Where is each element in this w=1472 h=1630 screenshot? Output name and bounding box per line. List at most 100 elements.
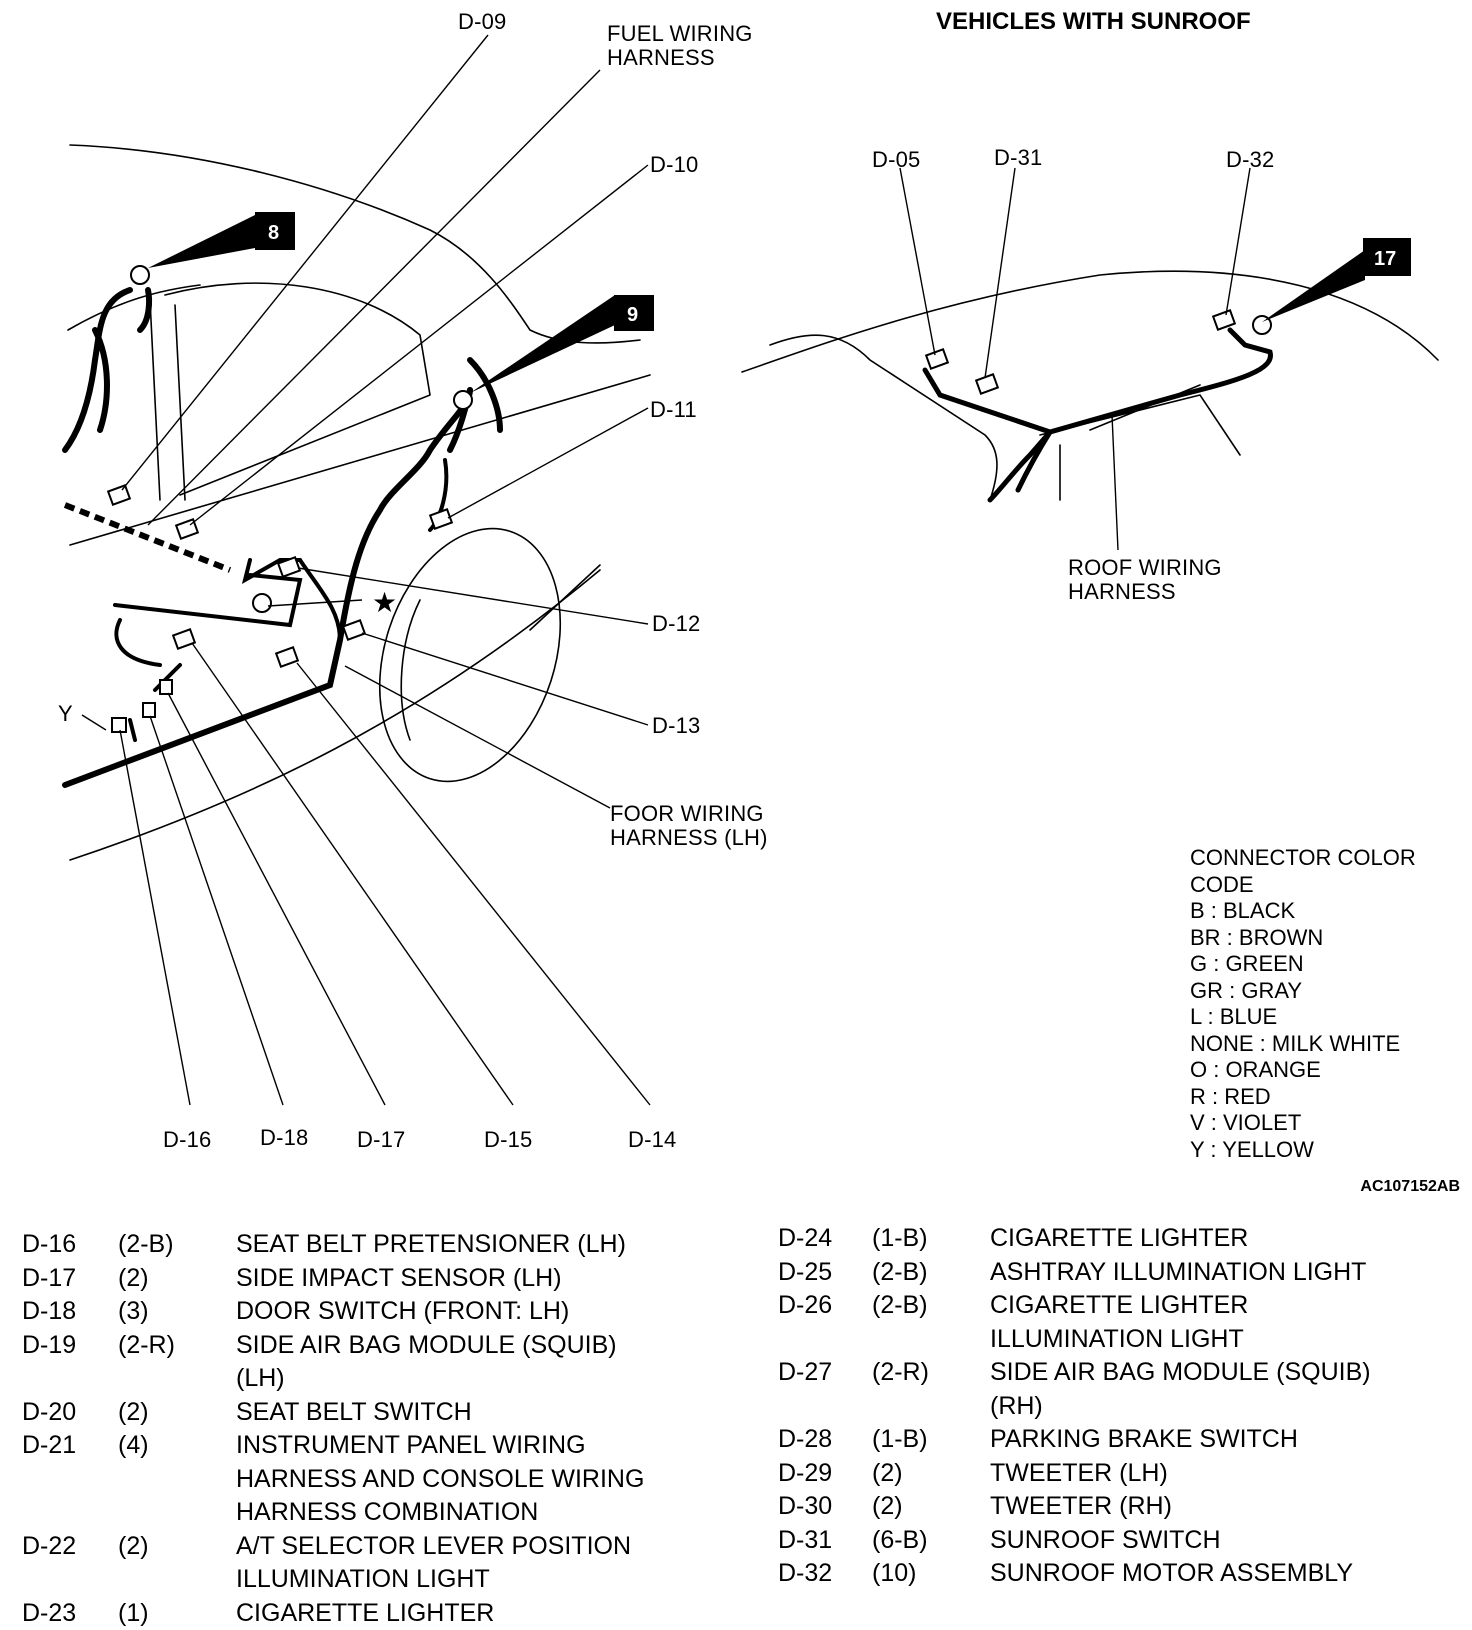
color-code-title: CONNECTOR COLOR: [1190, 845, 1416, 872]
ground-point: [454, 391, 472, 409]
color-code-item: G : GREEN: [1190, 951, 1416, 978]
harness-branch: [116, 620, 160, 665]
callout-d18: D-18: [260, 1126, 309, 1150]
table-row: D-27(2-R)SIDE AIR BAG MODULE (SQUIB) (RH…: [778, 1356, 1371, 1423]
connector-d09: [108, 485, 130, 504]
table-row: D-30(2)TWEETER (RH): [778, 1490, 1371, 1524]
connector-desc: SIDE IMPACT SENSOR (LH): [236, 1262, 562, 1296]
connector-desc: CIGARETTE LIGHTER: [990, 1222, 1248, 1256]
table-row: D-20(2)SEAT BELT SWITCH: [22, 1396, 644, 1430]
wheel-arch: [349, 505, 591, 805]
table-row: D-18(3)DOOR SWITCH (FRONT: LH): [22, 1295, 644, 1329]
ground-point: [131, 266, 149, 284]
callout-d10: D-10: [650, 153, 699, 177]
connector-id: D-22: [22, 1530, 118, 1597]
harness-branch: [130, 720, 135, 740]
table-row: D-31(6-B)SUNROOF SWITCH: [778, 1524, 1371, 1558]
connector-d11: [430, 509, 452, 528]
connector-id: D-20: [22, 1396, 118, 1430]
connector-size: (2-B): [118, 1228, 236, 1262]
connector-size: (2-R): [118, 1329, 236, 1396]
connector-id: D-31: [778, 1524, 872, 1558]
connector-id: D-24: [778, 1222, 872, 1256]
connector-id: D-32: [778, 1557, 872, 1591]
callout-floor-harness: FOOR WIRING HARNESS (LH): [610, 802, 768, 850]
callout-d12: D-12: [652, 612, 701, 636]
leader-floor: [345, 666, 610, 808]
table-row: D-21(4)INSTRUMENT PANEL WIRING HARNESS A…: [22, 1429, 644, 1530]
connector-table-left: D-16(2-B)SEAT BELT PRETENSIONER (LH) D-1…: [22, 1228, 644, 1630]
connector-desc: A/T SELECTOR LEVER POSITION ILLUMINATION…: [236, 1530, 631, 1597]
callout-d17: D-17: [357, 1128, 406, 1152]
connector-desc: SIDE AIR BAG MODULE (SQUIB) (RH): [990, 1356, 1371, 1423]
connector-id: D-21: [22, 1429, 118, 1530]
table-row: D-26(2-B)CIGARETTE LIGHTER ILLUMINATION …: [778, 1289, 1371, 1356]
roof-line: [770, 335, 997, 500]
connector-id: D-17: [22, 1262, 118, 1296]
connector-d15: [173, 629, 195, 648]
connector-size: (2): [872, 1490, 990, 1524]
connector-size: (2): [118, 1396, 236, 1430]
connector-d05: [926, 349, 948, 368]
leader-d32: [1226, 168, 1250, 315]
b-pillar: [175, 305, 185, 500]
connector-table-right: D-24(1-B)CIGARETTE LIGHTER D-25(2-B)ASHT…: [778, 1222, 1371, 1591]
connector-desc: ASHTRAY ILLUMINATION LIGHT: [990, 1256, 1366, 1290]
badge-8: 8: [268, 222, 279, 244]
connector-d16: [112, 718, 126, 732]
color-code-item: GR : GRAY: [1190, 978, 1416, 1005]
table-row: D-29(2)TWEETER (LH): [778, 1457, 1371, 1491]
callout-d14: D-14: [628, 1128, 677, 1152]
callout-d16: D-16: [163, 1128, 212, 1152]
connector-d14: [276, 647, 298, 666]
color-code-item: R : RED: [1190, 1084, 1416, 1111]
connector-desc: TWEETER (RH): [990, 1490, 1172, 1524]
table-row: D-16(2-B)SEAT BELT PRETENSIONER (LH): [22, 1228, 644, 1262]
table-row: D-28(1-B)PARKING BRAKE SWITCH: [778, 1423, 1371, 1457]
leader-y: [82, 715, 106, 730]
badge-9-pointer: [470, 295, 615, 393]
color-code-item: B : BLACK: [1190, 898, 1416, 925]
connector-size: (3): [118, 1295, 236, 1329]
badge-9: 9: [627, 304, 638, 326]
connector-desc: CIGARETTE LIGHTER ILLUMINATION LIGHT: [990, 1289, 1248, 1356]
body-outline: [70, 145, 640, 343]
connector-size: (10): [872, 1557, 990, 1591]
harness-branch: [115, 575, 300, 625]
callout-roof-harness: ROOF WIRING HARNESS: [1068, 556, 1222, 604]
connector-d18: [143, 703, 155, 717]
connector-desc: CIGARETTE LIGHTER: [236, 1597, 494, 1630]
badge-17-pointer: [1262, 250, 1365, 322]
door-frame: [165, 283, 430, 495]
b-pillar: [150, 300, 160, 500]
callout-d11: D-11: [650, 398, 697, 422]
connector-desc: PARKING BRAKE SWITCH: [990, 1423, 1298, 1457]
connector-color-code: CONNECTOR COLOR CODE B : BLACK BR : BROW…: [1190, 845, 1416, 1163]
connector-desc: SEAT BELT PRETENSIONER (LH): [236, 1228, 626, 1262]
connector-d17: [160, 680, 172, 694]
leader-d18: [150, 716, 283, 1105]
connector-d32: [1213, 310, 1235, 329]
color-code-item: O : ORANGE: [1190, 1057, 1416, 1084]
leader-d17: [168, 693, 385, 1105]
connector-d31: [976, 374, 998, 393]
callout-d09: D-09: [458, 10, 507, 34]
connector-id: D-16: [22, 1228, 118, 1262]
connector-size: (2): [872, 1457, 990, 1491]
connector-desc: SIDE AIR BAG MODULE (SQUIB) (LH): [236, 1329, 617, 1396]
table-row: D-19(2-R)SIDE AIR BAG MODULE (SQUIB) (LH…: [22, 1329, 644, 1396]
callout-y: Y: [58, 702, 73, 726]
connector-size: (6-B): [872, 1524, 990, 1558]
star-icon: ★: [372, 586, 397, 619]
connector-size: (2-B): [872, 1256, 990, 1290]
callout-d15: D-15: [484, 1128, 533, 1152]
connector-size: (1): [118, 1597, 236, 1630]
connector-id: D-18: [22, 1295, 118, 1329]
table-row: D-23(1)CIGARETTE LIGHTER: [22, 1597, 644, 1630]
color-code-item: Y : YELLOW: [1190, 1137, 1416, 1164]
connector-id: D-25: [778, 1256, 872, 1290]
connector-size: (1-B): [872, 1222, 990, 1256]
connector-size: (4): [118, 1429, 236, 1530]
leader-d16: [120, 730, 190, 1105]
connector-id: D-29: [778, 1457, 872, 1491]
